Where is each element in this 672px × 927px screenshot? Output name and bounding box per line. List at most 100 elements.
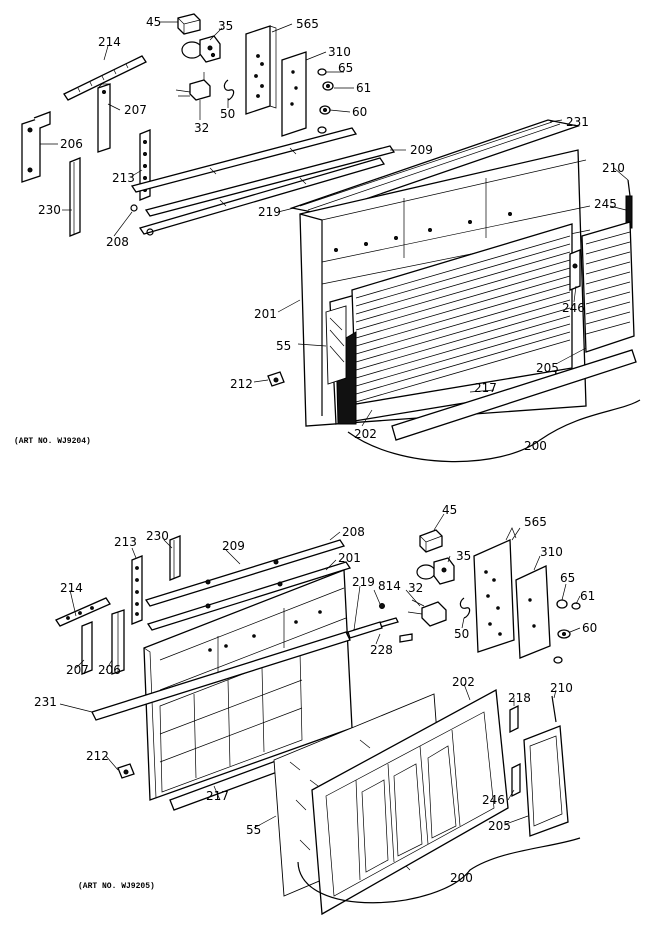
leader-lines [40,21,629,427]
part-45-block [419,529,443,553]
callout-label: 32 [408,581,423,595]
part-35-switch [181,35,221,63]
diagram-wj9204: 45 35 565 310 214 65 61 207 50 60 32 231… [14,13,641,463]
part-230-channel [169,535,181,581]
callout-label: 60 [352,105,367,119]
callout-label: 202 [452,675,475,689]
callout-label: 231 [34,695,57,709]
part-218-clip [509,704,519,734]
part-65-knob [556,599,568,609]
part-214-bar [63,55,147,101]
part-50-clip [459,597,471,619]
callout-label: 45 [442,503,457,517]
part-65-knob [317,68,327,76]
callout-label: 55 [246,823,261,837]
part-200-bracket [347,399,641,463]
part-246-handle [511,762,521,798]
callout-label: 201 [254,307,277,321]
callout-label: 206 [60,137,83,151]
callout-label: 61 [580,589,595,603]
part-214-bar [55,597,111,627]
part-55-filter [325,305,347,385]
callout-label: 207 [66,663,89,677]
part-209-rails [130,127,396,236]
callout-label: 65 [338,61,353,75]
callout-label: 207 [124,103,147,117]
art-number-caption: (ART NO. WJ9204) [14,437,91,446]
callout-label: 214 [98,35,121,49]
callout-label: 209 [410,143,433,157]
part-212-knob [117,763,135,779]
callout-labels-wj9205: 45 565 230 208 213 209 201 35 310 219 81… [34,503,597,885]
part-45-block [177,13,201,35]
part-50-clip [223,79,235,101]
part-60-knob [319,105,331,115]
callout-label: 217 [474,381,497,395]
part-202-front-grille [329,223,573,425]
part-60-knob [557,629,571,639]
callout-label: 214 [60,581,83,595]
callout-label: 55 [276,339,291,353]
callout-label: 565 [524,515,547,529]
part-209-rails [144,539,352,631]
callout-label: 310 [328,45,351,59]
callout-label: 230 [38,203,61,217]
part-210-screw [627,179,631,197]
part-205-side-panel [523,725,569,837]
part-206-bracket [111,609,125,675]
part-814-screw [379,603,385,609]
part-565-panel [245,25,277,115]
part-32-terminal [175,72,211,101]
callout-label: 565 [296,17,319,31]
callout-label: 65 [560,571,575,585]
part-205-side-panel [581,221,635,353]
callout-label: 246 [482,793,505,807]
callout-label: 213 [114,535,137,549]
callout-label: 217 [206,789,229,803]
callout-label: 219 [258,205,281,219]
callout-label: 35 [218,19,233,33]
callout-label: 230 [146,529,169,543]
callout-label: 246 [562,301,585,315]
callout-label: 814 [378,579,401,593]
callout-label: 45 [146,15,161,29]
callout-label: 200 [524,439,547,453]
callout-label: 205 [488,819,511,833]
callout-label: 218 [508,691,531,705]
callout-label: 50 [454,627,469,641]
callout-label: 245 [594,197,617,211]
callout-label: 209 [222,539,245,553]
part-219-bar [347,621,383,639]
part-35-switch [416,557,455,585]
part-212-knob [267,371,285,387]
callout-label: 35 [456,549,471,563]
callout-label: 205 [536,361,559,375]
callout-label: 310 [540,545,563,559]
callout-label: 219 [352,575,375,589]
callout-label: 202 [354,427,377,441]
callout-label: 210 [602,161,625,175]
part-230-channel [69,157,81,237]
callout-label: 32 [194,121,209,135]
callout-label: 231 [566,115,589,129]
callout-label: 208 [106,235,129,249]
part-310-card [515,565,551,659]
part-61-knob [571,602,581,610]
callout-label: 60 [582,621,597,635]
part-61-knob [322,81,334,91]
callout-label: 50 [220,107,235,121]
part-217-strip [391,349,637,441]
part-246-handle [569,249,581,291]
part-213-strip [131,555,143,625]
part-565-panel [473,527,517,653]
leader-lines [59,513,581,829]
callout-label: 228 [370,643,393,657]
callout-label: 210 [550,681,573,695]
part-310-card [281,51,307,137]
callout-label: 201 [338,551,361,565]
callout-label: 206 [98,663,121,677]
part-231-bar [91,631,351,721]
part-207-bracket [97,83,111,153]
part-206-bracket [21,111,51,183]
